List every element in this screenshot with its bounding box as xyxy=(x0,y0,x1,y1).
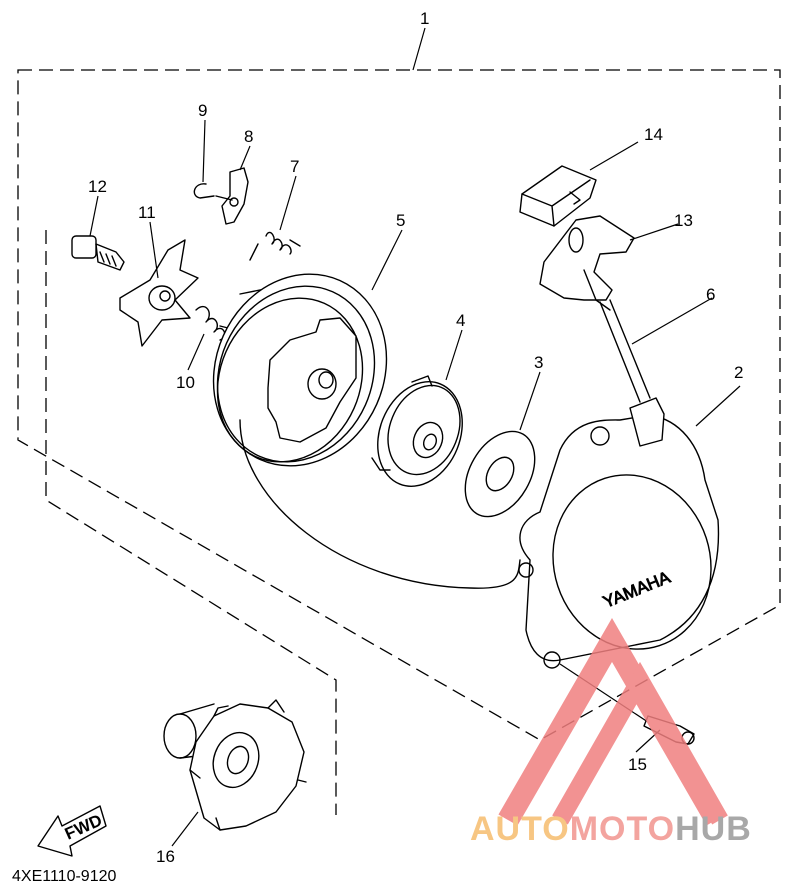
callout-16: 16 xyxy=(156,847,175,866)
callout-9: 9 xyxy=(198,101,207,120)
leader-6 xyxy=(631,297,713,345)
callout-7: 7 xyxy=(290,157,299,176)
leader-1 xyxy=(412,27,426,71)
watermark-auto: AUTO xyxy=(470,810,570,848)
leader-10 xyxy=(187,333,205,371)
watermark-moto: MOTO xyxy=(570,810,675,848)
part-6-rope xyxy=(599,299,651,403)
leader-4 xyxy=(445,329,463,381)
leader-12 xyxy=(89,195,99,237)
callout-3: 3 xyxy=(534,353,543,372)
sub-frame-16 xyxy=(45,230,337,815)
watermark-triangle-inner xyxy=(552,661,728,825)
leader-14 xyxy=(589,141,639,171)
callout-1: 1 xyxy=(420,9,429,28)
part-14-grip xyxy=(519,165,597,227)
part-2-cover: YAMAHA xyxy=(518,397,720,669)
leader-13 xyxy=(629,223,679,241)
watermark-logo: AUTOMOTOHUB xyxy=(470,618,752,848)
leader-7 xyxy=(279,175,297,231)
leader-11 xyxy=(149,221,159,279)
callout-2: 2 xyxy=(734,363,743,382)
callout-14: 14 xyxy=(644,125,663,144)
leader-8 xyxy=(239,145,251,171)
leader-5 xyxy=(371,229,403,291)
part-11-plate xyxy=(119,239,199,347)
callout-8: 8 xyxy=(244,127,253,146)
fwd-arrow: FWD xyxy=(37,805,107,857)
watermark-hub: HUB xyxy=(675,810,752,848)
part-code: 4XE1110-9120 xyxy=(12,868,116,885)
leader-3 xyxy=(519,371,541,431)
callout-10: 10 xyxy=(176,373,195,392)
watermark-text: AUTOMOTOHUB xyxy=(470,810,752,848)
leader-9 xyxy=(202,119,206,183)
part-9-clip xyxy=(193,183,215,199)
callout-4: 4 xyxy=(456,311,465,330)
part-13-handle xyxy=(539,215,635,311)
part-7-spring xyxy=(249,231,301,261)
part-16-hub xyxy=(163,699,307,831)
part-4-plate xyxy=(371,375,463,487)
part-3-washer xyxy=(464,430,536,518)
part-5-pulley xyxy=(212,273,521,589)
leader-16 xyxy=(171,811,199,847)
callout-6: 6 xyxy=(706,285,715,304)
leader-2 xyxy=(695,385,741,427)
assembly-frame xyxy=(17,69,781,741)
callout-15: 15 xyxy=(628,755,647,774)
part-8-pawl xyxy=(215,167,249,225)
part-12-bolt xyxy=(71,235,125,271)
callout-11: 11 xyxy=(138,203,156,222)
callout-13: 13 xyxy=(674,211,693,230)
callout-5: 5 xyxy=(396,211,405,230)
callout-12: 12 xyxy=(88,177,107,196)
